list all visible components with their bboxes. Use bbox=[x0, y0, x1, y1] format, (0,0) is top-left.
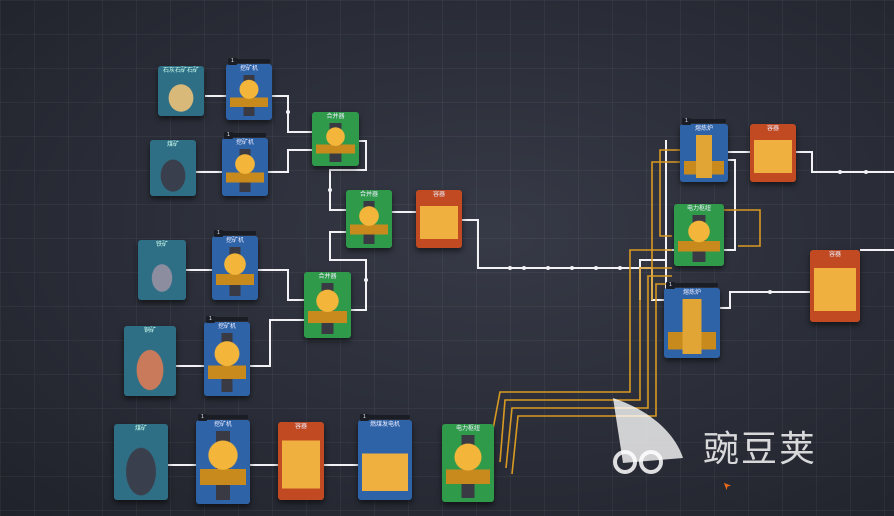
conveyor-belts bbox=[168, 95, 894, 466]
storage-container-icon bbox=[814, 261, 856, 318]
storage-card-3[interactable]: 容器 bbox=[750, 124, 796, 182]
merger-card-3[interactable]: 合并器 bbox=[304, 272, 351, 338]
watermark-text: 豌豆荚 bbox=[703, 429, 818, 470]
smelter-card-1[interactable]: 1 熔炼炉 bbox=[680, 118, 728, 182]
belt bbox=[329, 140, 367, 211]
smelter-card-2[interactable]: 1 熔炼炉 bbox=[664, 282, 720, 358]
merger-card-2[interactable]: 合并器 bbox=[346, 190, 392, 248]
power-hub-card-1[interactable]: 电力枢纽 bbox=[442, 424, 494, 502]
cursor-icon bbox=[723, 482, 732, 491]
storage-card-2[interactable]: 容器 bbox=[278, 422, 324, 500]
belt bbox=[268, 149, 312, 173]
smelter-icon bbox=[684, 135, 724, 178]
belt bbox=[720, 291, 810, 309]
merger-icon bbox=[350, 201, 388, 244]
belt bbox=[796, 151, 894, 173]
miner-card-3[interactable]: 1 挖矿机 bbox=[212, 230, 258, 300]
storage-card-4[interactable]: 容器 bbox=[810, 250, 860, 322]
coal-generator-card[interactable]: 1 燃煤发电机 bbox=[358, 414, 412, 500]
merger-icon bbox=[308, 283, 347, 334]
miner-card-2[interactable]: 1 挖矿机 bbox=[222, 132, 268, 196]
storage-container-icon bbox=[420, 201, 458, 244]
power-hub-card-2[interactable]: 电力枢纽 bbox=[674, 204, 724, 266]
power-hub-icon bbox=[678, 215, 720, 262]
merger-icon bbox=[316, 123, 355, 162]
coal-ore-icon bbox=[118, 435, 164, 496]
merger-card-1[interactable]: 合并器 bbox=[312, 112, 359, 166]
storage-container-icon bbox=[754, 135, 792, 178]
coal-resource-card-1[interactable]: 煤矿 bbox=[150, 140, 196, 196]
generator-icon bbox=[362, 431, 408, 496]
copper-ore-icon bbox=[128, 337, 172, 392]
storage-container-icon bbox=[282, 433, 320, 496]
miner-card-1[interactable]: 1 挖矿机 bbox=[226, 58, 272, 120]
watermark-logo-icon bbox=[613, 398, 683, 474]
miner-icon bbox=[208, 333, 246, 392]
coal-resource-card-2[interactable]: 煤矿 bbox=[114, 424, 168, 500]
belt bbox=[665, 159, 736, 290]
belt bbox=[329, 231, 367, 311]
stone-resource-card[interactable]: 石灰石矿石矿 bbox=[158, 66, 204, 116]
iron-resource-card[interactable]: 铁矿 bbox=[138, 240, 186, 300]
power-cables bbox=[487, 149, 761, 475]
copper-resource-card[interactable]: 铜矿 bbox=[124, 326, 176, 396]
miner-card-5[interactable]: 1 挖矿机 bbox=[196, 414, 250, 504]
miner-icon bbox=[226, 149, 264, 192]
stone-ore-icon bbox=[162, 77, 200, 112]
miner-icon bbox=[200, 431, 246, 500]
belt bbox=[271, 95, 312, 133]
belt-items bbox=[286, 110, 868, 294]
smelter-icon bbox=[668, 299, 716, 354]
belt bbox=[258, 269, 304, 301]
storage-card-1[interactable]: 容器 bbox=[416, 190, 462, 248]
iron-ore-icon bbox=[142, 251, 182, 296]
miner-icon bbox=[230, 75, 268, 116]
belt bbox=[462, 219, 664, 301]
miner-icon bbox=[216, 247, 254, 296]
miner-card-4[interactable]: 1 挖矿机 bbox=[204, 316, 250, 396]
belt bbox=[250, 319, 304, 367]
power-hub-icon bbox=[446, 435, 490, 498]
coal-ore-icon bbox=[154, 151, 192, 192]
